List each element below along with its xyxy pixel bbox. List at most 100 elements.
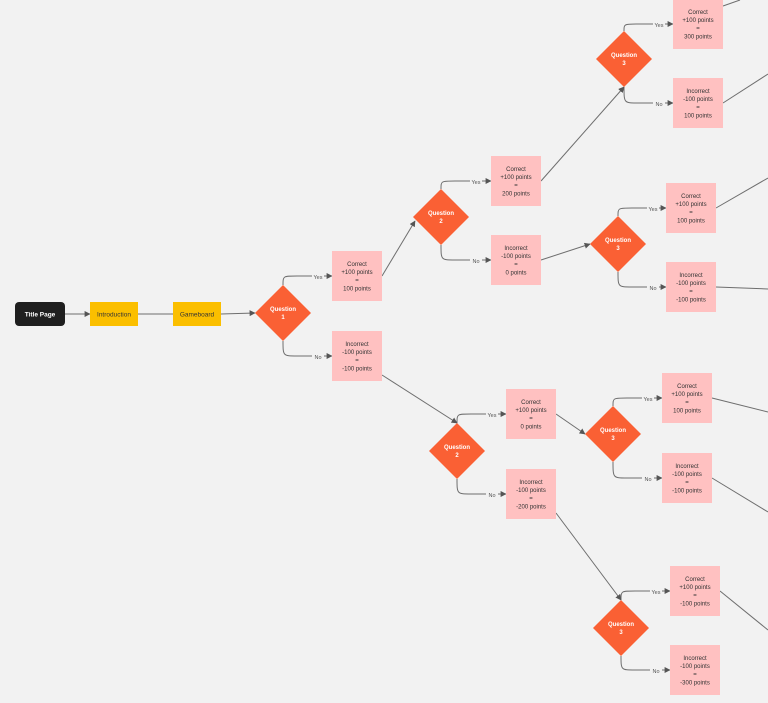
edge-q3a-to-a3ac-label-bg (653, 21, 665, 29)
edge-q3b-to-a3bi-label: No (649, 286, 656, 292)
edge-q1-to-a1c-label: Yes (314, 275, 323, 281)
answer-node-a3di-label-line-2: -100 points (680, 664, 710, 670)
answer-node-a2bi-label-line-3: = (529, 496, 533, 502)
answer-node-a3di[interactable]: Incorrect -100 points = -300 points (670, 645, 720, 695)
title-page-node[interactable]: Title Page (15, 302, 65, 326)
question-node-q3b[interactable]: Question 3 (590, 216, 646, 272)
edge-q1-to-a1i-label-bg (312, 353, 324, 361)
answer-node-a2bi[interactable]: Incorrect-100 points=-200 points (506, 469, 556, 519)
question-node-q1-label-line-2: 1 (281, 315, 285, 321)
answer-node-a2bc[interactable]: Correct+100 points=0 points (506, 389, 556, 439)
edge-q3b-to-a3bi (617, 271, 667, 290)
edge-q2a-to-a2ac-label-bg (470, 178, 482, 186)
edge-a2bi-to-q3d (555, 512, 622, 601)
edge-q3a-to-a3ai-label-bg (653, 100, 665, 108)
question-node-q3c-shape (585, 406, 641, 462)
question-node-q3a-label-line-2: 3 (622, 61, 626, 67)
edge-q2b-to-a2bc-label-bg (486, 411, 498, 419)
question-node-q3b-label-line-1: Question (605, 238, 631, 244)
answer-node-a1i-label-line-1: Incorrect (345, 342, 369, 348)
answer-node-a3ai-label-line-1: Incorrect (686, 89, 710, 95)
answer-node-a1c-label-line-3: = (355, 278, 359, 284)
answer-node-a2bi-label-line-1: Incorrect (519, 480, 543, 486)
answer-node-a2ai[interactable]: Incorrect-100 points=0 points (491, 235, 541, 285)
answer-node-a3cc-label-line-3: = (685, 400, 689, 406)
edge-q1-to-a1i-label: No (314, 355, 321, 361)
answer-node-a2ac[interactable]: Correct+100 points=200 points (491, 156, 541, 206)
answer-node-a3dc-label-line-3: = (693, 593, 697, 599)
edge-q3d-to-a3dc (620, 588, 671, 601)
edge-a3dc-continuation (719, 590, 768, 631)
answer-node-a3ci[interactable]: Incorrect-100 points=-100 points (662, 453, 712, 503)
question-node-q3d-label-line-2: 3 (619, 630, 623, 636)
question-node-q2a-label-line-1: Question (428, 211, 454, 217)
answer-node-a3dc-label-line-4: -100 points (680, 601, 710, 607)
introduction-node-label-line-1: Introduction (97, 311, 131, 318)
answer-node-a1i[interactable]: Incorrect-100 points=-100 points (332, 331, 382, 381)
question-node-q3d-shape (593, 600, 649, 656)
edge-q1-to-a1c-label-bg (312, 273, 324, 281)
answer-node-a1i-shape (332, 331, 382, 381)
answer-node-a3bc-label-line-2: +100 points (675, 202, 706, 208)
edge-q3c-to-a3cc-label: Yes (644, 397, 653, 403)
edge-q3a-to-a3ac (623, 21, 674, 32)
answer-node-a1c[interactable]: Correct+100 points=100 points (332, 251, 382, 301)
answer-node-a3bi[interactable]: Incorrect-100 points=-100 points (666, 262, 716, 312)
edge-a3bc-continuation (715, 177, 768, 209)
answer-node-a3di-label-line-4: -300 points (680, 680, 710, 686)
answer-node-a3ai-label-line-4: 100 points (684, 113, 712, 119)
answer-node-a3ac-shape (673, 0, 723, 49)
question-node-q2a-label-line-2: 2 (439, 219, 443, 225)
answer-node-a3ac[interactable]: Correct+100 points=300 points (673, 0, 723, 49)
answer-node-a1c-shape (332, 251, 382, 301)
answer-node-a2bc-label-line-3: = (529, 416, 533, 422)
answer-node-a1i-label-line-4: -100 points (342, 366, 372, 372)
edge-q3d-to-a3di-label: No (652, 669, 659, 675)
edge-q3c-to-a3cc (612, 395, 663, 407)
edge-q3b-to-a3bi-label-bg (647, 284, 659, 292)
question-node-q3b-label-line-2: 3 (616, 246, 620, 252)
edge-q3b-to-a3bc (617, 205, 667, 217)
title-page-node-shape (15, 302, 65, 326)
answer-node-a3di-label-line-3: = (693, 672, 697, 678)
edge-q1-to-a1c (282, 273, 333, 286)
answer-node-a2ai-label-line-4: 0 points (505, 270, 526, 276)
edge-q2b-to-a2bc (456, 411, 507, 424)
edge-q3d-to-a3di-label-bg (650, 667, 662, 675)
answer-node-a3cc[interactable]: Correct+100 points=100 points (662, 373, 712, 423)
gameboard-node[interactable]: Gameboard (173, 302, 221, 326)
question-node-q3c-label-line-1: Question (600, 428, 626, 434)
answer-node-a3bc-label-line-3: = (689, 210, 693, 216)
edge-a3ci-continuation (711, 477, 768, 513)
answer-node-a1c-label-line-2: +100 points (341, 270, 372, 276)
edge-q3b-to-a3bc-label-bg (647, 205, 659, 213)
answer-node-a3dc[interactable]: Correct+100 points=-100 points (670, 566, 720, 616)
question-node-q3a[interactable]: Question 3 (596, 31, 652, 87)
answer-node-a3ai-shape (673, 78, 723, 128)
question-node-q3b-shape (590, 216, 646, 272)
answer-node-a3dc-label-line-1: Correct (685, 577, 705, 583)
edge-q2b-to-a2bi-label: No (488, 493, 495, 499)
answer-node-a1c-label-line-1: Correct (347, 262, 367, 268)
answer-node-a3ai[interactable]: Incorrect-100 points=100 points (673, 78, 723, 128)
question-node-q3a-label-line-1: Question (611, 53, 637, 59)
answer-node-a3ci-shape (662, 453, 712, 503)
answer-node-a3cc-label-line-2: +100 points (671, 392, 702, 398)
question-node-q2a[interactable]: Question 2 (413, 189, 469, 245)
edge-q3d-to-a3dc-label-bg (650, 588, 662, 596)
answer-node-a3ac-label-line-4: 300 points (684, 34, 712, 40)
answer-node-a3di-label-line-1: Incorrect (683, 656, 707, 662)
edge-q2a-to-a2ac-label: Yes (472, 180, 481, 186)
answer-node-a3dc-shape (670, 566, 720, 616)
introduction-node[interactable]: Introduction (90, 302, 138, 326)
answer-node-a3bc[interactable]: Correct+100 points=100 points (666, 183, 716, 233)
edge-a2ac-to-q3a (540, 86, 625, 182)
answer-node-a2bc-shape (506, 389, 556, 439)
